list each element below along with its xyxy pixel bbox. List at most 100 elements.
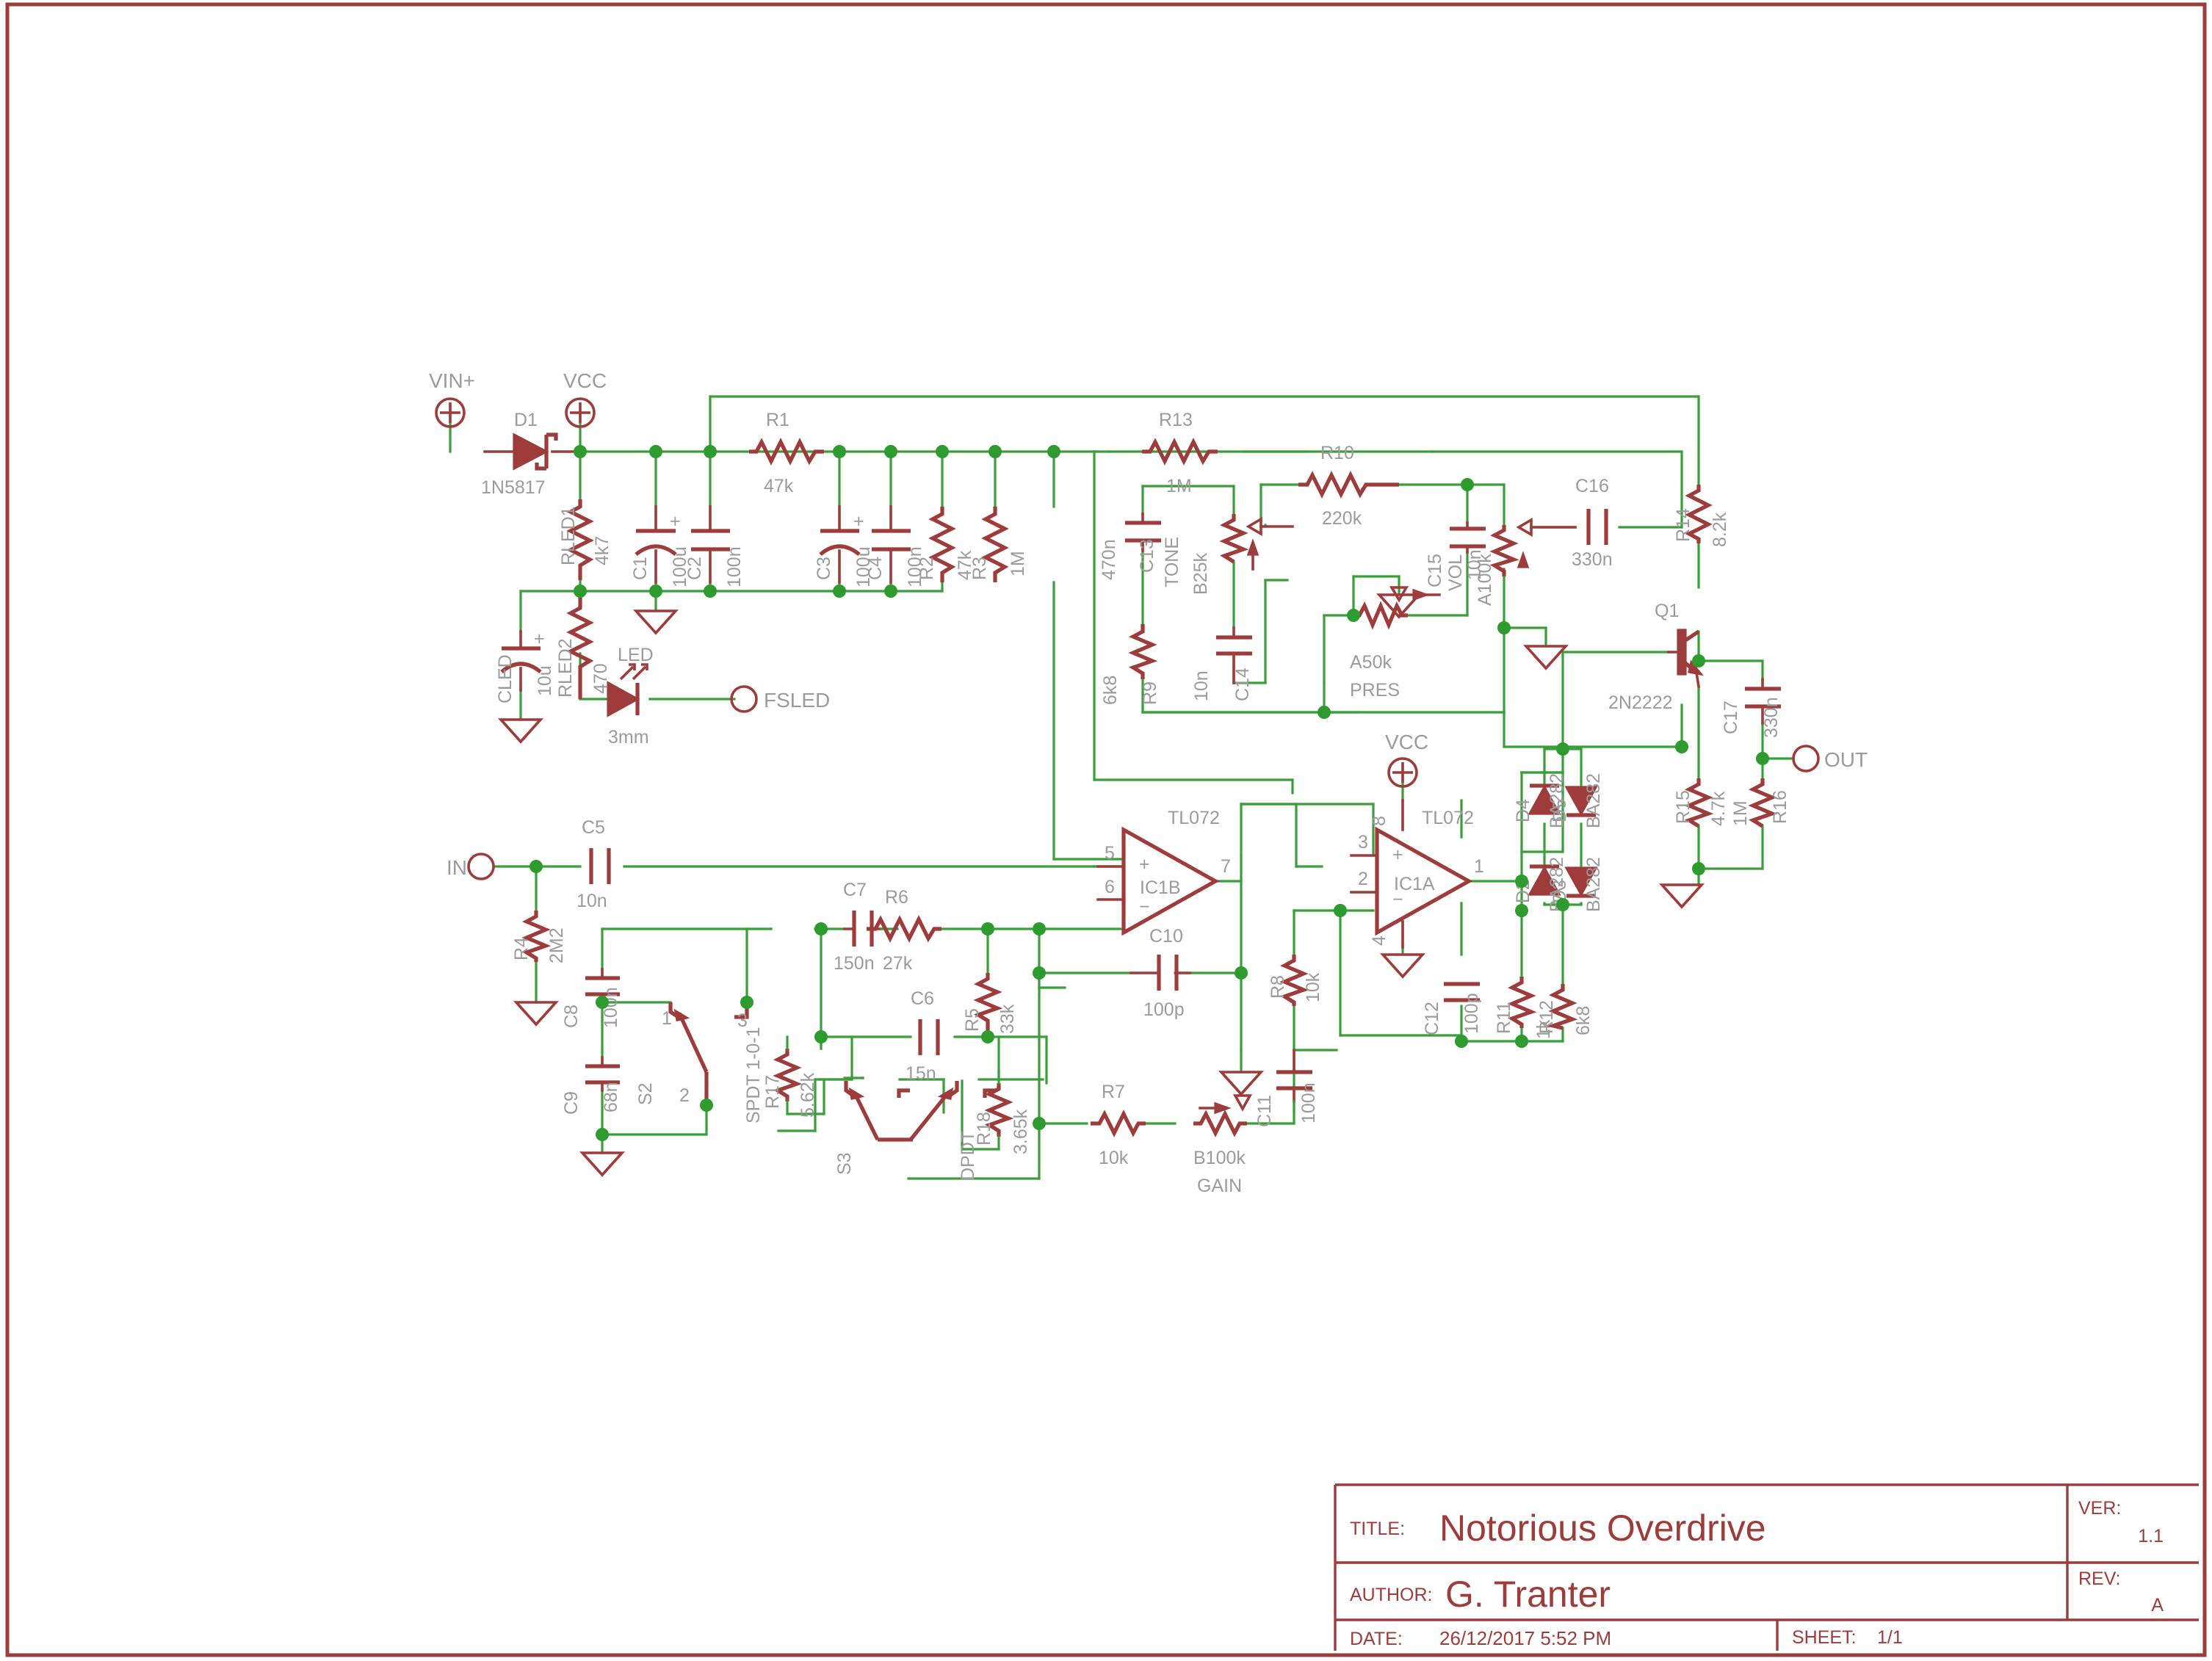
port-out-label: OUT: [1824, 748, 1868, 771]
component-R4-value: 2M2: [546, 927, 567, 963]
component-C4: C4 100n: [865, 505, 925, 587]
component-R18-ref: R18: [974, 1112, 994, 1146]
component-R10-value: 1k: [1533, 1019, 1554, 1039]
component-C1-ref: C1: [630, 557, 651, 580]
component-C6-ref: C6: [911, 988, 934, 1009]
component-C11: C11 100n: [1254, 1049, 1319, 1127]
component-C8-ref: C8: [561, 1005, 582, 1028]
port-vcc-mid[interactable]: VCC: [1385, 731, 1428, 788]
component-S2-pin1: 1: [662, 1008, 672, 1029]
component-C7: C7 150n: [834, 880, 899, 974]
component-D4: D4 BA282: [1513, 773, 1567, 828]
component-R5-value: 33k: [997, 1004, 1018, 1034]
sheet-value: 1/1: [1877, 1627, 1903, 1648]
component-R12: R10 220k: [1298, 443, 1399, 529]
component-S2-value: SPDT 1-0-1: [743, 1027, 764, 1123]
component-R6-ref: R6: [885, 887, 908, 908]
title-key: TITLE:: [1350, 1519, 1405, 1539]
component-C14-value: 10n: [1191, 670, 1212, 701]
component-D5: D5 BA282: [1550, 773, 1604, 828]
component-R7-ref: R7: [1102, 1082, 1125, 1102]
component-PRES-pot[interactable]: A50k PRES: [1350, 586, 1441, 701]
rev-value: A: [2151, 1595, 2164, 1615]
component-C13-ref: C13: [1137, 539, 1157, 573]
component-IC1A-pin-out: 1: [1474, 856, 1484, 877]
component-VOL-pot[interactable]: VOL A100k: [1445, 517, 1577, 606]
component-C7-ref: C7: [843, 880, 867, 900]
component-D4-ref: D4: [1513, 799, 1533, 822]
component-R17-value: 5.62k: [798, 1072, 818, 1118]
component-GAIN-value: B100k: [1193, 1148, 1246, 1168]
component-CLED-polarity: +: [534, 629, 545, 649]
component-S3[interactable]: S3 DPDT: [834, 1081, 996, 1181]
component-R2-ref: R2: [917, 557, 937, 580]
component-R11: 6k8 R9: [1100, 624, 1160, 705]
component-RLED1-ref: RLED1: [558, 506, 579, 565]
port-in[interactable]: IN: [447, 853, 495, 880]
component-R1-ref: R1: [766, 410, 789, 430]
component-IC1A-plus: +: [1392, 844, 1403, 865]
component-R4: R4 2M2: [511, 911, 567, 963]
component-C13-value: 470n: [1099, 539, 1119, 580]
component-D1-value: 1N5817: [481, 477, 546, 498]
component-VOL-value: A100k: [1475, 554, 1495, 606]
component-C17: C17 330n: [1721, 678, 1782, 738]
port-vcc-top[interactable]: VCC: [563, 369, 607, 428]
component-C11-ref: C11: [1254, 1095, 1275, 1127]
component-R14-ref: R14: [1673, 508, 1694, 542]
component-TONE-value: B25k: [1190, 553, 1211, 595]
component-IC1A-pin-plus: 3: [1358, 832, 1368, 853]
component-IC1B-value: TL072: [1168, 808, 1220, 828]
component-C12-ref: C12: [1422, 1002, 1442, 1035]
component-R9-value: 6k8: [1573, 1006, 1594, 1035]
port-vcc-mid-label: VCC: [1385, 731, 1428, 753]
component-R12-ref: R10: [1320, 443, 1354, 463]
component-C3-value: 100u: [853, 546, 874, 587]
component-S2-ref: S2: [635, 1082, 656, 1105]
component-R10-ref: R11: [1494, 1002, 1514, 1034]
component-IC1B: + − 5 6 7 IC1B TL072: [1096, 808, 1231, 936]
gnd-symbols: [497, 593, 1705, 1177]
port-fsled-label: FSLED: [764, 689, 830, 712]
component-R13-ref: R13: [1159, 410, 1193, 430]
component-R18: R18 3.65k: [961, 1035, 1031, 1154]
component-RLED2-ref: RLED2: [555, 638, 576, 698]
component-S2[interactable]: 1 2 3 S2 SPDT 1-0-1: [635, 1002, 764, 1123]
component-TONE-pot[interactable]: TONE B25k: [1162, 514, 1294, 595]
component-S3-value: DPDT: [958, 1131, 978, 1181]
component-C5-value: 10n: [577, 891, 607, 911]
component-C9-value: 68n: [601, 1082, 621, 1112]
component-S2-pin2: 2: [679, 1085, 690, 1106]
port-out[interactable]: OUT: [1792, 745, 1868, 772]
component-C2-ref: C2: [684, 557, 705, 580]
component-R2-value: 47k: [955, 550, 975, 580]
port-vcc-top-label: VCC: [563, 369, 607, 392]
component-GAIN-pot[interactable]: B100k GAIN: [1193, 1094, 1253, 1196]
component-S3-ref: S3: [834, 1152, 855, 1175]
component-R8-ref: R8: [1268, 975, 1288, 999]
component-VOL-label: VOL: [1445, 554, 1466, 591]
component-R15-ref: R15: [1673, 790, 1694, 824]
component-IC1B-pin-minus: 6: [1105, 877, 1115, 897]
component-D4-value: BA282: [1547, 773, 1567, 828]
component-C13: 470n C13: [1099, 513, 1161, 580]
component-R6-value: 27k: [883, 953, 913, 974]
component-GAIN-label: GAIN: [1197, 1176, 1242, 1196]
component-Q1-ref: Q1: [1655, 601, 1679, 621]
component-C14: 10n C14: [1191, 626, 1253, 701]
component-LED-value: 3mm: [608, 727, 649, 748]
component-C17-value: 330n: [1761, 697, 1782, 738]
component-R16-value: 1M: [1730, 800, 1751, 826]
component-C9-ref: C9: [561, 1091, 582, 1115]
port-vin[interactable]: VIN+: [429, 369, 475, 428]
component-R8-value: 10k: [1303, 972, 1323, 1002]
component-C2-value: 100n: [724, 546, 745, 587]
rev-key: REV:: [2078, 1568, 2120, 1589]
component-LED: LED 3mm: [607, 645, 654, 748]
component-C14-ref: C14: [1232, 667, 1253, 701]
port-fsled[interactable]: FSLED: [730, 685, 830, 713]
component-RLED1-value: 4k7: [592, 536, 612, 565]
component-C11-value: 100n: [1298, 1082, 1319, 1123]
component-IC1B-ref: IC1B: [1140, 877, 1181, 898]
